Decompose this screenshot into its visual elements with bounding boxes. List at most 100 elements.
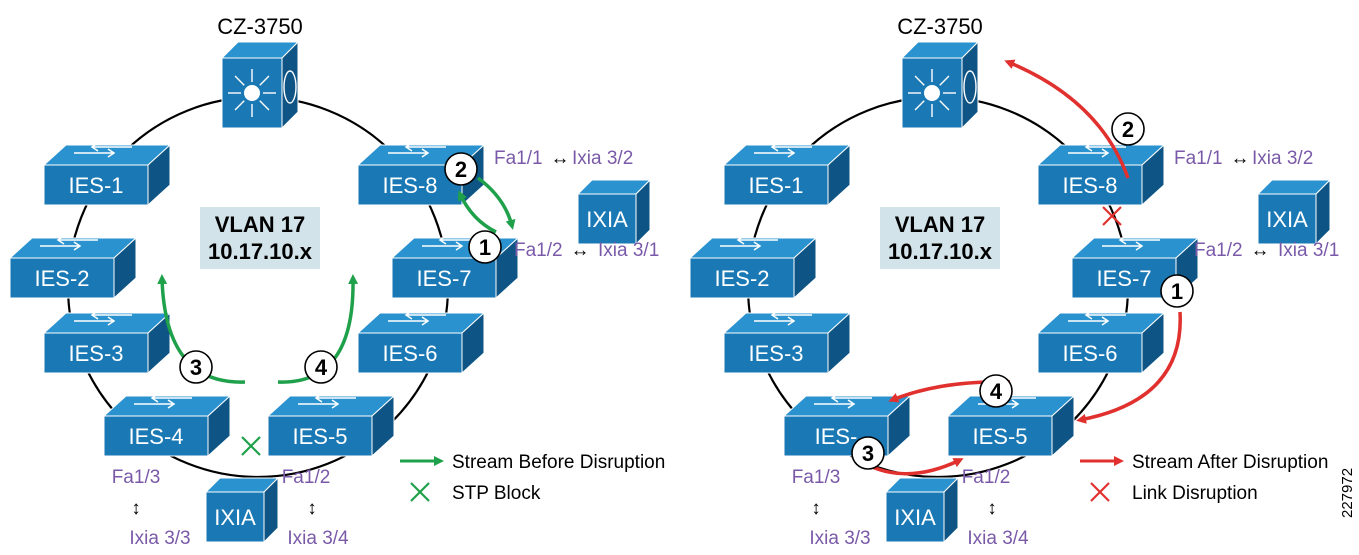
port-label: Fa1/2 [962,467,1011,488]
bidirectional-arrow-icon: ↔ [1251,240,1270,261]
ixia-box-icon: IXIA [576,178,652,246]
switch-arrow-icon [1102,241,1144,251]
port-label: Ixia 3/3 [809,528,870,549]
step-number-badge [444,152,478,186]
core-ring-icon [963,70,977,104]
step-number-badge [468,230,502,264]
switch-front-face [783,415,889,457]
switch-arrow-icon [388,148,430,158]
port-label: Fa1/1 [494,148,543,169]
stream-arrow [476,176,516,230]
switch-ies-7: IES-7 [390,235,520,300]
switch-front-face [9,257,115,299]
vlan-subnet: 10.17.10.x [888,239,993,264]
port-label: Fa1/2 [514,240,563,261]
stream-arrow [869,458,964,476]
core-ray-icon [939,100,950,111]
bidirectional-arrow-icon: ↔ [1231,148,1250,169]
switch-front-face [1037,332,1143,374]
ixia-label: IXIA [1266,207,1308,232]
figure-id: 227972 [1339,468,1356,518]
switch-front-face [43,164,149,206]
vertical-arrow-icon: ↕ [307,498,317,519]
port-label: Ixia 3/2 [1252,148,1313,169]
switch-ies-2: IES-2 [8,235,138,300]
switch-arrow-icon [1084,142,1126,152]
vlan-subnet: 10.17.10.x [208,239,313,264]
switch-label: IES-7 [1096,266,1151,291]
switch-arrow-icon [422,241,464,251]
switch-label: IES-6 [382,341,437,366]
bidirectional-arrow-icon: ↔ [551,148,570,169]
ixia-box-icon: IXIA [1256,178,1332,246]
switch-arrow-icon [770,142,812,152]
vlan-name: VLAN 17 [215,212,305,237]
stream-arrow [457,190,497,234]
ixia-front-face [577,193,637,245]
switch-label: IES-8 [382,173,437,198]
stream-arrow [277,274,359,384]
switch-arrow-icon [388,316,430,326]
core-switch-icon [220,40,300,130]
ixia-front-face [1257,193,1317,245]
core-ray-icon [914,75,925,86]
step-number: 4 [315,355,328,380]
switch-arrow-icon [1068,316,1110,326]
switch-label: IES-2 [714,266,769,291]
core-ring-icon [283,70,297,104]
stream-arrow [1004,59,1130,179]
switch-ies-4: IES- [782,393,912,458]
switch-arrow-icon [814,399,856,409]
switch-label: IES-8 [1062,173,1117,198]
port-label: Ixia 3/1 [1278,240,1339,261]
port-label: Fa1/3 [792,467,841,488]
stream-arrow [1076,311,1182,424]
switch-ies-4: IES-4 [102,393,232,458]
core-label: CZ-3750 [217,14,303,39]
ixia-label: IXIA [894,505,936,530]
core-ray-icon [914,100,925,111]
switch-front-face [947,415,1053,457]
core-ray-icon [234,100,245,111]
port-label: Fa1/2 [282,467,331,488]
switch-label: IES-1 [68,173,123,198]
step-number: 2 [1122,117,1134,142]
link-disruption-mark [1102,206,1122,226]
legend-text: STP Block [452,483,541,504]
step-number: 2 [455,157,467,182]
ixia-front-face [205,491,265,543]
step-number-badge [304,350,338,384]
switch-arrow-icon [1068,148,1110,158]
switch-arrow-icon [74,148,116,158]
switch-label: IES-3 [748,341,803,366]
switch-front-face [391,257,497,299]
switch-ies-6: IES-6 [1036,310,1166,375]
switch-arrow-icon [754,316,796,326]
ixia-box-icon: IXIA [884,476,960,544]
switch-label: IES-2 [34,266,89,291]
switch-ies-5: IES-5 [266,393,396,458]
step-number: 4 [990,379,1003,404]
ixia-label: IXIA [214,505,256,530]
step-number: 1 [479,235,491,260]
step-number-badge [979,374,1013,408]
core-switch-icon [900,40,980,130]
switch-arrow-icon [1084,310,1126,320]
step-number-badge [179,350,213,384]
switch-arrow-icon [314,393,356,403]
red-x-icon [1090,482,1110,502]
switch-ies-1: IES-1 [722,142,852,207]
switch-front-face [267,415,373,457]
switch-arrow-icon [404,142,446,152]
switch-arrow-icon [770,310,812,320]
bidirectional-arrow-icon: ↔ [571,240,590,261]
core-label: CZ-3750 [897,14,983,39]
switch-front-face [43,332,149,374]
switch-arrow-icon [754,148,796,158]
switch-label: IES-5 [972,424,1027,449]
